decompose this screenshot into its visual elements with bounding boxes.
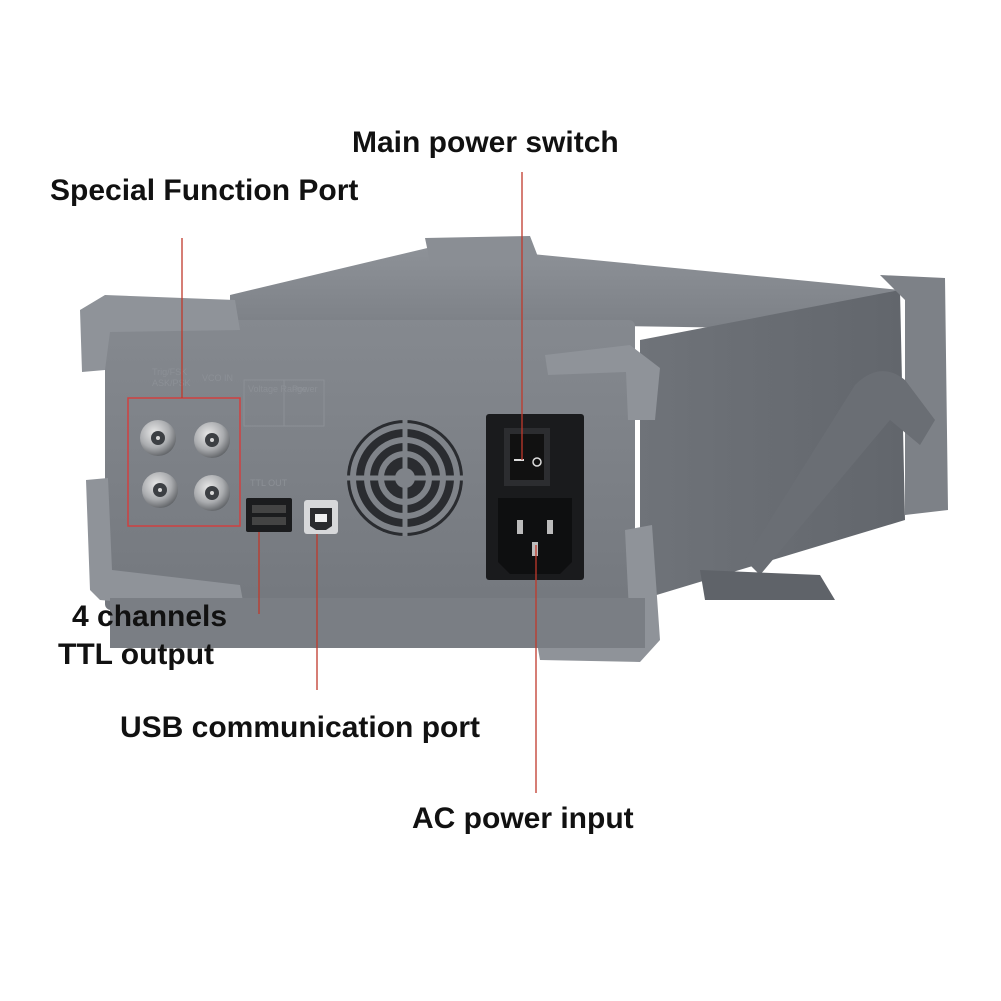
callout-special-function-port: Special Function Port — [50, 174, 359, 207]
usb-port — [304, 500, 338, 534]
panel-label-trig-fsk: Trig/FSK — [152, 367, 187, 377]
top-cover — [230, 245, 900, 330]
callout-ttl-line1: 4 channels — [72, 600, 228, 633]
bumper-top-left — [80, 295, 240, 372]
power-module — [486, 414, 584, 580]
bnc-connector-2 — [194, 422, 230, 458]
carry-handle — [745, 371, 935, 575]
special-port-highlight — [127, 397, 241, 527]
rear-top-bumper — [425, 236, 540, 262]
bnc-connector-1 — [140, 420, 176, 456]
bottom-edge — [110, 598, 645, 648]
callout-ttl-line2: TTL output — [58, 638, 215, 671]
ttl-output-header — [246, 498, 292, 532]
callout-usb-communication-port: USB communication port — [120, 711, 481, 744]
bumper-top-right — [545, 345, 660, 420]
callout-main-power-switch: Main power switch — [352, 126, 619, 159]
bumper-bottom-right — [535, 525, 660, 662]
callout-ac-power-input: AC power input — [412, 802, 634, 835]
bnc-connector-3 — [142, 472, 178, 508]
panel-label-ask-psk: ASK/PSK — [152, 378, 191, 388]
handle-arm — [700, 570, 835, 600]
bumper-bottom-left — [86, 478, 245, 612]
right-side-panel — [640, 290, 905, 600]
fan-grille — [347, 420, 463, 536]
panel-label-power: Power — [292, 384, 318, 394]
bnc-connector-4 — [194, 475, 230, 511]
panel-label-ttl-out: TTL OUT — [250, 478, 288, 488]
panel-label-vco-in: VCO IN — [202, 373, 233, 383]
panel-label-voltage-range: Voltage Range — [248, 384, 307, 394]
callout-ttl-output: 4 channels TTL output — [58, 598, 227, 674]
